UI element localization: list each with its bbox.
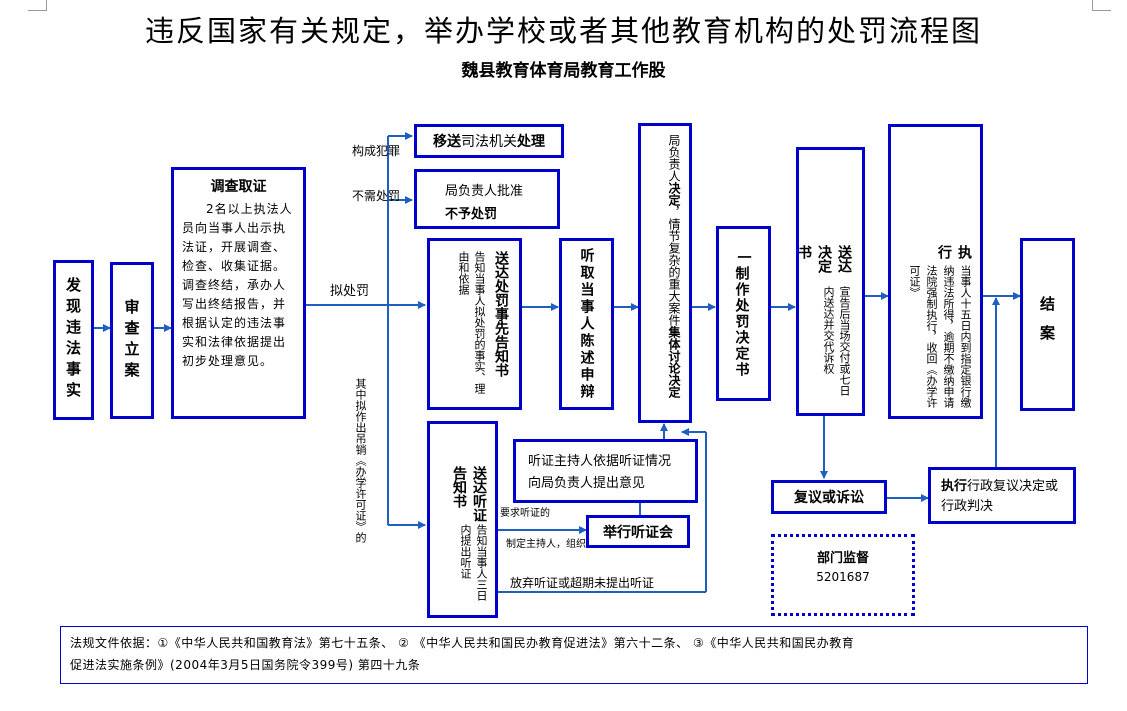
close-case-text: 结案 [1038, 295, 1056, 354]
label-revoke: 其中拟作出吊销《办学许可证》的 [354, 378, 367, 543]
box-supervision: 部门监督 5201687 [771, 534, 915, 616]
supervision-phone: 5201687 [816, 570, 870, 584]
footer-legal-basis: 法规文件依据：①《中华人民共和国教育法》第七十五条、 ② 《中华人民共和国民办教… [60, 626, 1088, 684]
decision-c: ，情节复杂的重大案件 [667, 206, 681, 326]
no-penalty-line2: 不予处罚 [445, 207, 498, 222]
investigation-title: 调查取证 [210, 179, 267, 195]
execute-body: 当事人十五日内到指定银行缴纳违法所得，逾期不缴纳申请法院强制执行，收回《办学许可… [908, 265, 972, 408]
label-no-need: 不需处罚 [352, 189, 401, 203]
decision-a: 局负责人 [667, 134, 681, 182]
decision-b: 决定 [667, 182, 681, 206]
footer-line2: 促进法实施条例》(2004年3月5日国务院令399号) 第四十九条 [70, 658, 421, 672]
box-decision: 局负责人决定，情节复杂的重大案件集体讨论决定 [638, 123, 692, 423]
appeal-text: 复议或诉讼 [794, 490, 864, 506]
hearing-notice-body: 告知当事人三日内提出听证 [459, 524, 488, 602]
box-no-penalty: 局负责人批准 不予处罚 [414, 169, 560, 229]
prior-notice-bold: 送达处罚事先告知书 [493, 251, 509, 377]
page-corner-mark-left [28, 0, 47, 11]
box-hold-hearing: 举行听证会 [586, 515, 690, 548]
transfer-rest: 司法机关 [461, 134, 517, 150]
box-review-filing: 审查立案 [110, 262, 154, 419]
box-review-filing-text: 审查立案 [122, 298, 141, 383]
box-execute: 执行 当事人十五日内到指定银行缴纳违法所得，逾期不缴纳申请法院强制执行，收回《办… [888, 124, 983, 419]
label-crime: 构成犯罪 [352, 144, 401, 158]
make-decision-text: 制作处罚决定书 [733, 265, 750, 378]
make-decision-mark: 一 [735, 249, 752, 266]
box-close-case: 结案 [1020, 238, 1075, 411]
transfer-bold: 移送 [433, 134, 461, 150]
page-subtitle: 魏县教育体育局教育工作股 [461, 61, 666, 81]
label-abandon: 放弃听证或超期未提出听证 [510, 576, 655, 590]
no-penalty-line1: 局负责人批准 [445, 184, 524, 199]
decision-d: 集体讨论决定 [667, 326, 681, 398]
page-title: 违反国家有关规定，举办学校或者其他教育机构的处罚流程图 [144, 14, 982, 48]
box-discover-violation-text: 发现违法事实 [64, 277, 82, 403]
box-make-decision: 一制作处罚决定书 [716, 226, 771, 401]
box-hearing-host: 听证主持人依据听证情况向局负责人提出意见 [513, 439, 698, 503]
execute-bold: 执行 [936, 245, 972, 265]
exec-review-body: 行政复议决定或行政判决 [941, 479, 1059, 514]
label-propose: 拟处罚 [330, 284, 370, 299]
supervision-title: 部门监督 [816, 551, 869, 566]
investigation-body: 2名以上执法人员向当事人出示执法证，开展调查、检查、收集证据。调查终结，承办人写… [182, 202, 293, 368]
box-hear-defense: 听取当事人陈述申辩 [559, 238, 614, 410]
box-deliver-decision: 送达决定书 宣告后当场交付或七日内送达并交代诉权 [796, 147, 865, 416]
box-hearing-notice: 送达听证告知书 告知当事人三日内提出听证 [427, 421, 498, 618]
box-discover-violation: 发现违法事实 [53, 260, 94, 420]
deliver-bold: 送达决定书 [796, 245, 852, 273]
hearing-host-text: 听证主持人依据听证情况向局负责人提出意见 [528, 454, 672, 491]
box-prior-notice: 送达处罚事先告知书 告知当事人拟处罚的事实、理由和依据 [427, 238, 522, 410]
hear-defense-text: 听取当事人陈述申辩 [578, 247, 595, 401]
label-organize: 制定主持人，组织 [506, 539, 586, 550]
hold-hearing-text: 举行听证会 [603, 524, 673, 541]
transfer-bold2: 处理 [517, 134, 545, 150]
footer-line1: 法规文件依据：①《中华人民共和国教育法》第七十五条、 ② 《中华人民共和国民办教… [70, 636, 855, 650]
page-corner-mark-right [1092, 0, 1111, 11]
box-appeal: 复议或诉讼 [771, 480, 887, 514]
box-exec-review: 执行行政复议决定或行政判决 [928, 467, 1076, 524]
hearing-notice-bold: 送达听证告知书 [451, 466, 487, 522]
exec-review-bold: 执行 [941, 479, 968, 494]
box-transfer-judicial: 移送司法机关处理 [414, 124, 564, 158]
deliver-body: 宣告后当场交付或七日内送达并交代诉权 [822, 286, 851, 397]
box-investigation: 调查取证 2名以上执法人员向当事人出示执法证，开展调查、检查、收集证据。调查终结… [171, 167, 306, 419]
label-request-hearing: 要求听证的 [500, 508, 550, 519]
prior-notice-body: 告知当事人拟处罚的事实、理由和依据 [457, 251, 486, 394]
